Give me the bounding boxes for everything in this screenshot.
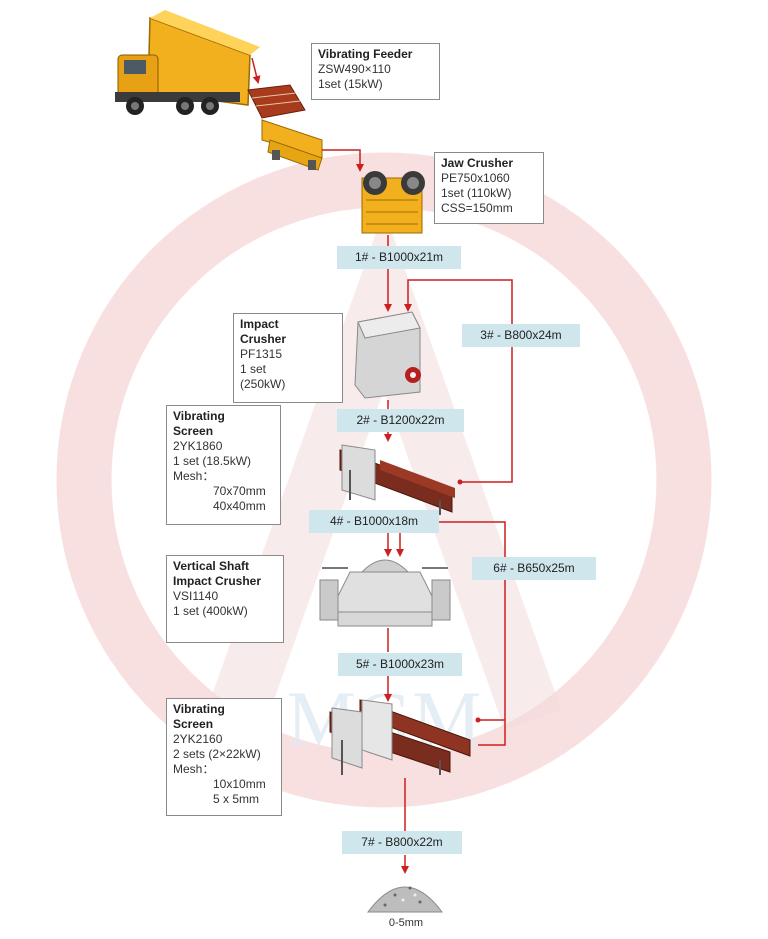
sand-pile-illustration bbox=[367, 886, 443, 913]
vibrating-screen-1-title-1: Vibrating bbox=[173, 409, 225, 423]
impact-crusher-qty: 1 set bbox=[240, 362, 267, 376]
belt-4-label: 4# - B1000x18m bbox=[309, 510, 439, 533]
vsi-crusher-title-1: Vertical Shaft bbox=[173, 559, 250, 573]
jaw-crusher-box: Jaw Crusher PE750x1060 1set (110kW) CSS=… bbox=[434, 152, 544, 224]
jaw-crusher-qty: 1set (110kW) bbox=[441, 186, 512, 200]
vsi-crusher-title-2: Impact Crusher bbox=[173, 574, 262, 588]
vibrating-screen-1-illustration bbox=[339, 444, 455, 515]
belt-2-label: 2# - B1200x22m bbox=[337, 409, 464, 432]
vibrating-feeder-qty: 1set (15kW) bbox=[318, 77, 383, 91]
belt-7-label: 7# - B800x22m bbox=[342, 831, 462, 854]
vibrating-screen-1-box: Vibrating Screen 2YK1860 1 set (18.5kW) … bbox=[166, 405, 281, 525]
vibrating-screen-2-model: 2YK2160 bbox=[173, 732, 223, 746]
vibrating-screen-1-mesh-label: Mesh： bbox=[173, 469, 215, 483]
belt-5-label: 5# - B1000x23m bbox=[338, 653, 462, 676]
jaw-crusher-model: PE750x1060 bbox=[441, 171, 510, 185]
vibrating-screen-2-qty: 2 sets (2×22kW) bbox=[173, 747, 261, 761]
vibrating-screen-1-mesh-1: 70x70mm bbox=[213, 484, 266, 498]
vibrating-feeder-illustration bbox=[247, 84, 323, 171]
vibrating-feeder-box: Vibrating Feeder ZSW490×110 1set (15kW) bbox=[311, 43, 440, 100]
vibrating-screen-1-model: 2YK1860 bbox=[173, 439, 223, 453]
vibrating-screen-2-illustration bbox=[329, 699, 471, 775]
vibrating-screen-2-box: Vibrating Screen 2YK2160 2 sets (2×22kW)… bbox=[166, 698, 282, 816]
vsi-crusher-model: VSI1140 bbox=[173, 589, 219, 603]
vibrating-feeder-title: Vibrating Feeder bbox=[318, 47, 413, 61]
vibrating-screen-2-title-1: Vibrating bbox=[173, 702, 225, 716]
belt-1-label: 1# - B1000x21m bbox=[337, 246, 461, 269]
belt-3-label: 3# - B800x24m bbox=[462, 324, 580, 347]
vibrating-screen-1-qty: 1 set (18.5kW) bbox=[173, 454, 252, 468]
jaw-crusher-illustration bbox=[361, 171, 425, 234]
impact-crusher-illustration bbox=[354, 311, 421, 399]
belt-6-label: 6# - B650x25m bbox=[472, 557, 596, 580]
vibrating-screen-1-title-2: Screen bbox=[173, 424, 214, 438]
vsi-crusher-qty: 1 set (400kW) bbox=[173, 604, 248, 618]
impact-crusher-box: Impact Crusher PF1315 1 set (250kW) bbox=[233, 313, 343, 403]
jaw-crusher-css: CSS=150mm bbox=[441, 201, 513, 215]
dump-truck-illustration bbox=[115, 10, 260, 115]
vibrating-feeder-model: ZSW490×110 bbox=[318, 62, 391, 76]
impact-crusher-power: (250kW) bbox=[240, 377, 286, 391]
vsi-crusher-box: Vertical Shaft Impact Crusher VSI1140 1 … bbox=[166, 555, 284, 643]
vibrating-screen-2-mesh-2: 5 x 5mm bbox=[213, 792, 260, 806]
vibrating-screen-2-title-2: Screen bbox=[173, 717, 214, 731]
impact-crusher-title-2: Crusher bbox=[240, 332, 287, 346]
vibrating-screen-2-mesh-1: 10x10mm bbox=[213, 777, 266, 791]
final-product-label: 0-5mm bbox=[388, 917, 424, 929]
vsi-crusher-illustration bbox=[319, 559, 451, 627]
jaw-crusher-title: Jaw Crusher bbox=[441, 156, 514, 170]
vibrating-screen-1-mesh-2: 40x40mm bbox=[213, 499, 266, 513]
impact-crusher-model: PF1315 bbox=[240, 347, 283, 361]
impact-crusher-title-1: Impact bbox=[240, 317, 279, 331]
vibrating-screen-2-mesh-label: Mesh： bbox=[173, 762, 215, 776]
